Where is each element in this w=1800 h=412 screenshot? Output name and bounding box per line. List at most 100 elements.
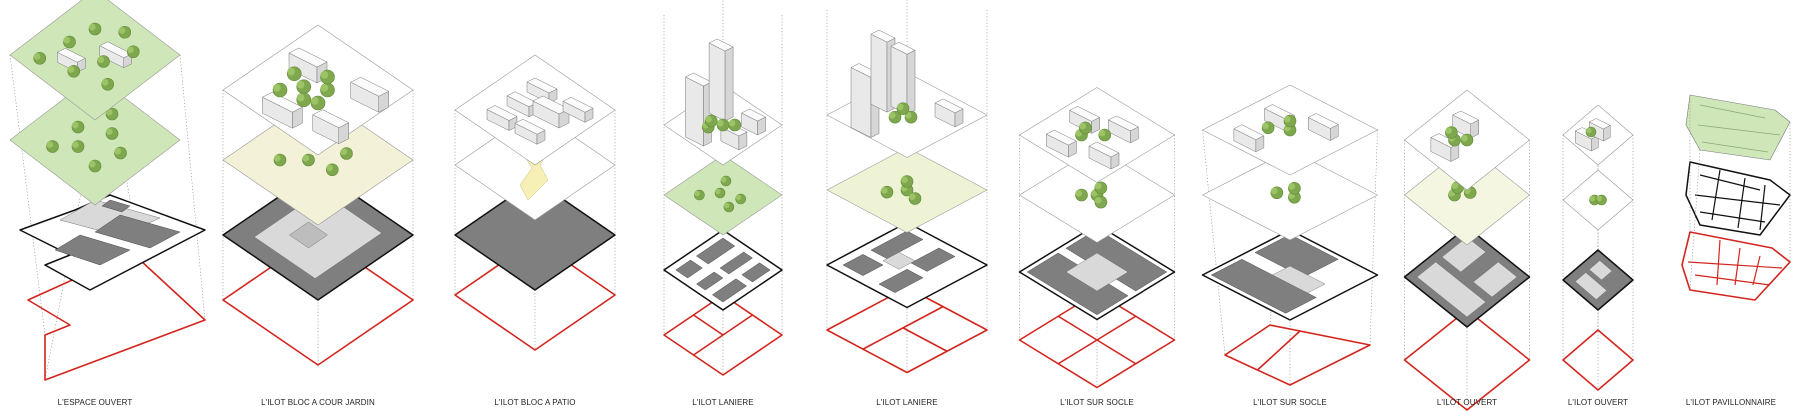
guide-line [1689, 149, 1701, 291]
tree-highlight [311, 97, 319, 105]
tree-icon [88, 159, 102, 173]
building-roof [1233, 124, 1265, 140]
tree-icon [63, 35, 76, 49]
tree-highlight [72, 121, 79, 129]
tree-icon [71, 120, 85, 134]
building-block [1108, 115, 1139, 144]
tree-highlight [273, 84, 281, 92]
building-roof [1108, 115, 1139, 132]
parcel-divider [1256, 330, 1301, 371]
tree-icon [286, 66, 302, 82]
tree-highlight [889, 112, 896, 119]
open-footprint [1272, 265, 1326, 294]
caption-bloc-cour-jardin: L'ILOT BLOC A COUR JARDIN [261, 398, 375, 407]
parcel-outline [27, 259, 206, 381]
tree-icon [735, 193, 747, 205]
tree-highlight [897, 103, 904, 111]
parcel-outline [1403, 309, 1531, 411]
roof-plane [222, 24, 414, 156]
column-laniere-2 [826, 0, 988, 374]
parcel-outline [663, 294, 783, 376]
tree-highlight [46, 141, 54, 148]
open-footprint [882, 252, 916, 270]
guide-line [1369, 129, 1378, 346]
tree-icon [340, 147, 353, 160]
caption-laniere-2: L'ILOT LANIERE [876, 398, 938, 407]
tree-highlight [97, 56, 105, 63]
tree-highlight [1284, 115, 1291, 123]
building-block [1088, 141, 1120, 170]
building-roof [1046, 129, 1077, 146]
tree-highlight [1079, 122, 1086, 130]
tree-icon [33, 51, 47, 65]
building-block [708, 38, 734, 122]
tree-highlight [694, 190, 700, 197]
column-ouvert-1 [1403, 89, 1531, 411]
built-footprint [712, 278, 747, 303]
parcel-outline [826, 286, 988, 374]
tree-highlight [326, 164, 333, 172]
built-footprint [719, 251, 753, 275]
built-footprint [675, 259, 703, 279]
tree-icon [888, 110, 902, 124]
tree-icon [714, 187, 726, 199]
tree-icon [1283, 114, 1297, 128]
courtyard-footprint [289, 221, 328, 249]
lot-line [1752, 255, 1761, 286]
open-footprint [1441, 236, 1486, 273]
plot-line [1737, 177, 1746, 229]
building-roof [685, 72, 712, 87]
tree-highlight [1098, 129, 1106, 137]
tree-highlight [1596, 195, 1602, 202]
tree-highlight [1445, 127, 1452, 134]
building-roof [934, 98, 964, 114]
plot-line [1697, 124, 1781, 136]
built-footprint [101, 199, 131, 213]
built-footprint [696, 237, 735, 265]
tree-highlight [287, 67, 295, 76]
tree-highlight [1270, 187, 1278, 195]
building-roof [486, 105, 518, 121]
tree-icon [1288, 181, 1301, 195]
tree-icon [310, 95, 326, 111]
building-roof [506, 91, 538, 107]
built-footprint [870, 230, 924, 259]
building-roof [1308, 113, 1339, 129]
column-sur-socle-1 [1018, 87, 1176, 389]
tree-highlight [1288, 183, 1295, 190]
building-block [514, 119, 546, 145]
tree-icon [908, 192, 922, 205]
plot-line [1699, 174, 1761, 191]
tree-highlight [33, 53, 41, 60]
building-block [1233, 124, 1265, 152]
plot-line [1701, 141, 1769, 153]
building-roof [1069, 106, 1100, 122]
tree-icon [1596, 194, 1607, 206]
column-ouvert-2 [1562, 104, 1634, 391]
tree-icon [1079, 121, 1092, 135]
tree-icon [273, 153, 287, 167]
tree-icon [46, 140, 59, 153]
tree-icon [296, 92, 312, 108]
tree-icon [1270, 186, 1284, 200]
tree-highlight [320, 71, 329, 79]
tree-highlight [89, 23, 96, 31]
tree-icon [694, 189, 705, 201]
building-block [486, 105, 518, 131]
tree-icon [118, 25, 132, 39]
tree-icon [101, 77, 115, 91]
tree-icon [716, 118, 730, 132]
built-footprint [878, 269, 924, 293]
caption-bloc-patio: L'ILOT BLOC A PATIO [494, 398, 576, 407]
tree-icon [1094, 181, 1108, 195]
tree-highlight [1094, 182, 1102, 190]
built-footprint [1211, 259, 1317, 314]
tree-icon [1585, 126, 1597, 138]
parcel-outline [1562, 329, 1634, 391]
tree-icon [114, 146, 127, 160]
building-block [934, 98, 964, 128]
built-footprint [54, 234, 131, 266]
open-footprint [1065, 252, 1129, 292]
column-bloc-patio [454, 54, 616, 351]
building-roof [1452, 110, 1479, 125]
